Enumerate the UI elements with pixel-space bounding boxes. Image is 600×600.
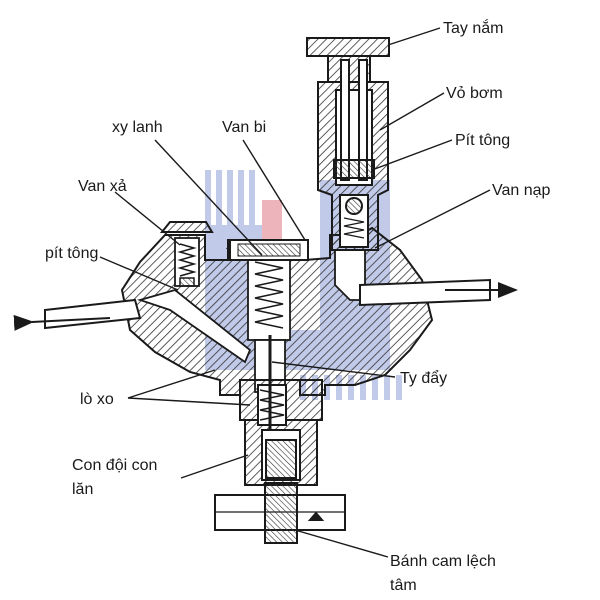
label-con-doi-line2: lăn <box>72 481 93 498</box>
label-van-nap: Van nạp <box>492 182 551 199</box>
label-xy-lanh: xy lanh <box>112 119 163 136</box>
label-tay-nam: Tay nắm <box>443 18 503 37</box>
label-banh-cam-line2: tâm <box>390 577 417 594</box>
outlet-pipe <box>44 298 142 330</box>
eccentric-cam <box>214 482 346 544</box>
ball-valve <box>229 239 309 261</box>
label-pit-tong-left: pít tông <box>45 245 98 262</box>
label-ty-day: Ty đẩy <box>400 369 447 387</box>
hand-pump-housing <box>306 37 390 251</box>
label-vo-bom: Vỏ bơm <box>446 85 503 102</box>
label-con-doi-line1: Con đội con <box>72 457 157 474</box>
label-van-bi: Van bi <box>222 119 266 136</box>
label-banh-cam-line1: Bánh cam lệch <box>390 553 496 570</box>
outlet-flow-arrow <box>13 314 111 331</box>
label-lo-xo: lò xo <box>80 391 114 408</box>
leader-lines <box>99 27 491 558</box>
label-van-xa: Van xả <box>78 178 127 195</box>
release-valve-spring <box>177 243 197 287</box>
labels: Tay nắm Vỏ bơm Pít tông Van nạp xy lanh … <box>45 18 551 594</box>
tappet-assembly <box>239 335 323 486</box>
label-pit-tong-top: Pít tông <box>455 132 510 149</box>
inlet-pipe <box>359 278 491 307</box>
cylinder-spring <box>254 261 284 329</box>
